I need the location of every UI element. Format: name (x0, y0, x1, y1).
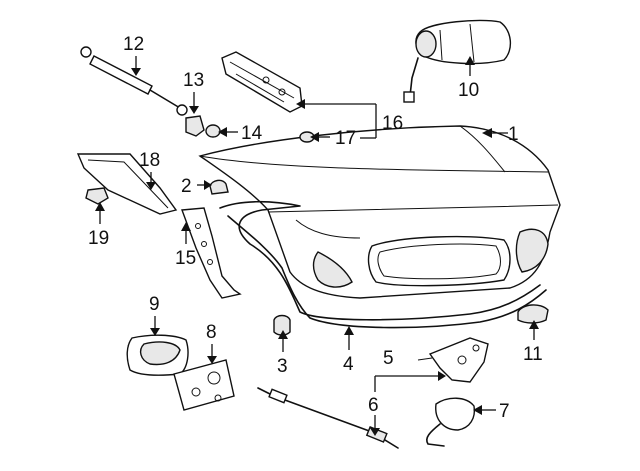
trim-panel (181, 207, 242, 299)
callout-15: 15 (175, 248, 196, 269)
callout-3: 3 (277, 356, 288, 377)
garnish-clip (85, 187, 109, 205)
lift-support-strut (80, 46, 188, 116)
bumper-cap (205, 124, 221, 138)
leader-lines (95, 56, 539, 436)
callout-19: 19 (88, 228, 109, 249)
callout-7: 7 (499, 401, 510, 422)
handle-bezel (126, 334, 189, 376)
callout-18: 18 (139, 150, 160, 171)
callout-8: 8 (206, 322, 217, 343)
hinge-assembly (221, 51, 303, 113)
callout-4: 4 (343, 354, 354, 375)
lamp-socket (517, 304, 549, 324)
callout-10: 10 (458, 80, 479, 101)
callout-12: 12 (123, 34, 144, 55)
lock-bracket (173, 359, 235, 411)
callout-5: 5 (383, 348, 394, 369)
callout-17: 17 (335, 128, 356, 149)
trunk-latch (417, 337, 489, 383)
hole-plug (209, 179, 229, 195)
closer-motor (403, 19, 511, 103)
callout-6: 6 (368, 395, 379, 416)
callout-14: 14 (241, 123, 263, 144)
trunk-lid (198, 125, 561, 299)
callout-2: 2 (181, 176, 192, 197)
callout-11: 11 (523, 344, 543, 365)
release-actuator (425, 397, 476, 447)
grommet (273, 314, 291, 336)
callout-1: 1 (508, 124, 519, 145)
callout-16: 16 (382, 113, 403, 134)
weatherstrip (219, 200, 547, 329)
callout-9: 9 (149, 294, 160, 315)
callout-labels: 1 2 3 4 5 6 7 8 9 10 11 12 13 14 15 16 1… (88, 34, 543, 422)
lid-garnish (76, 153, 178, 215)
callout-13: 13 (183, 70, 204, 91)
bumper-stop (185, 115, 205, 137)
